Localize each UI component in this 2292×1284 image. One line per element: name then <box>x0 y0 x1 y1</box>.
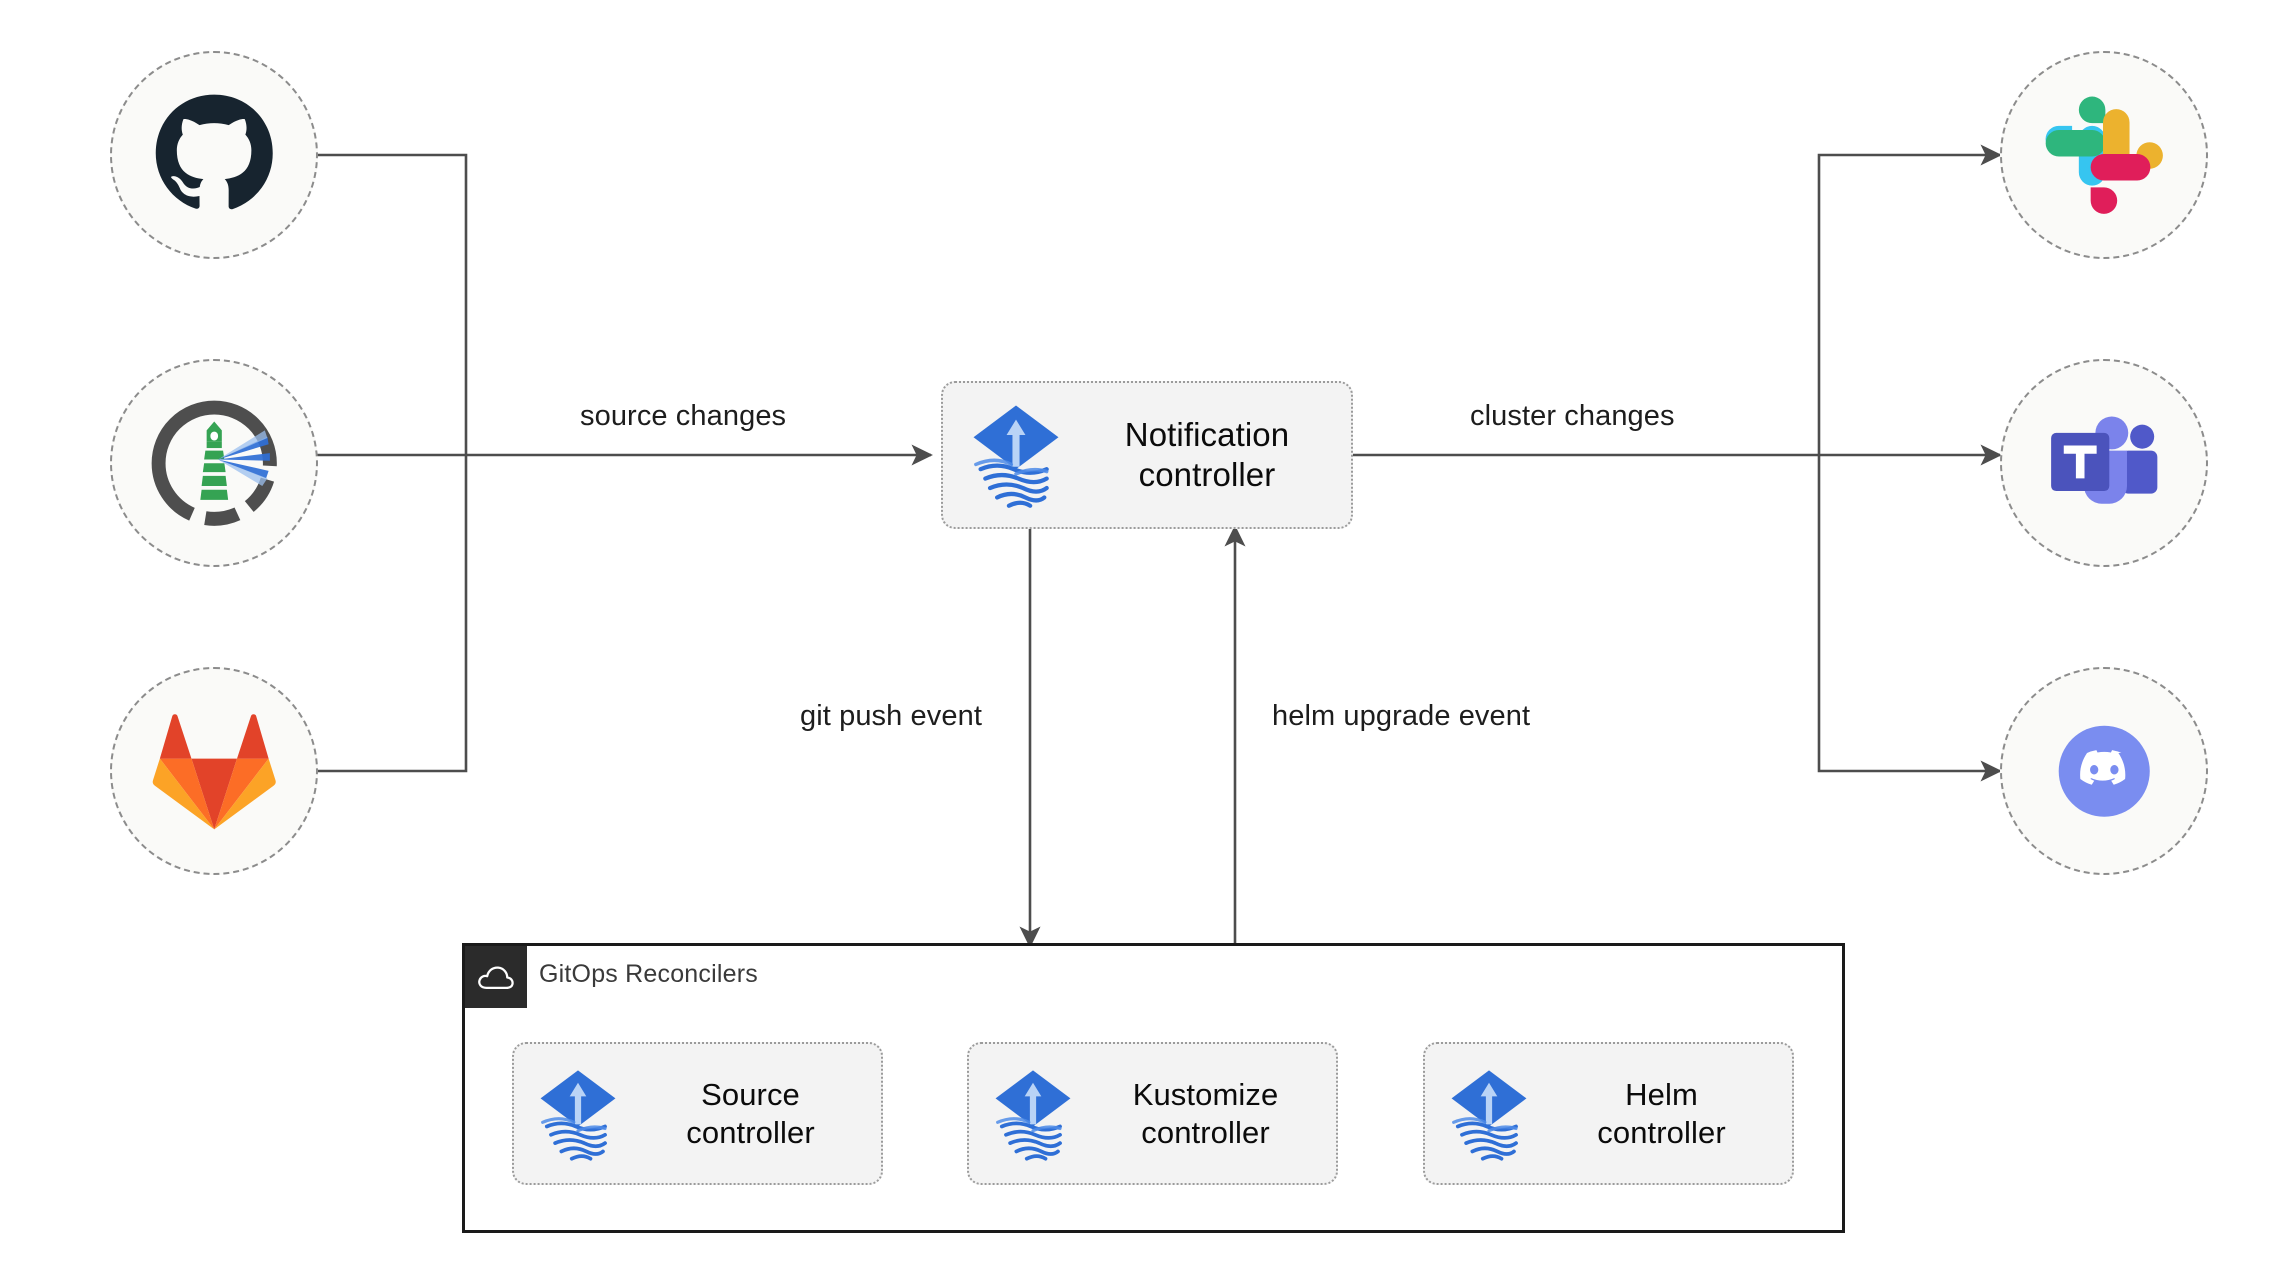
gitlab-icon <box>152 714 276 830</box>
flux-icon <box>1437 1062 1541 1166</box>
flux-icon <box>957 396 1075 514</box>
notification-controller-node[interactable]: Notification controller <box>941 381 1353 529</box>
edge-label-source-changes: source changes <box>580 400 787 432</box>
edge-label-git-push-event: git push event <box>800 700 982 732</box>
github-icon <box>155 94 273 209</box>
edge-label-helm-upgrade-event: helm upgrade event <box>1272 700 1531 732</box>
edge-label-cluster-changes: cluster changes <box>1470 400 1675 432</box>
wire-bus-to-slack <box>1817 144 2002 455</box>
cloud-icon <box>478 966 514 989</box>
target-node-slack[interactable] <box>2000 51 2208 259</box>
source-node-github[interactable] <box>110 51 318 259</box>
helm-controller-node[interactable]: Helm controller <box>1423 1042 1794 1185</box>
source-controller-node[interactable]: Source controller <box>512 1042 883 1185</box>
flux-icon <box>526 1062 630 1166</box>
target-node-teams[interactable] <box>2000 359 2208 567</box>
slack-icon <box>2045 96 2163 214</box>
flux-icon <box>981 1062 1085 1166</box>
cloud-badge <box>465 946 527 1008</box>
discord-icon <box>2058 725 2150 817</box>
kustomize-controller-node[interactable]: Kustomize controller <box>967 1042 1338 1185</box>
source-node-gitlab[interactable] <box>110 667 318 875</box>
gitops-container-title: GitOps Reconcilers <box>539 960 758 988</box>
source-node-flagger[interactable] <box>110 359 318 567</box>
notification-controller-label: Notification controller <box>1124 415 1290 493</box>
wire-bus-to-discord <box>1817 455 2002 782</box>
microsoft-teams-icon <box>2050 416 2158 504</box>
source-controller-label: Source controller <box>686 1076 815 1150</box>
flagger-lighthouse-icon <box>151 400 277 526</box>
target-node-discord[interactable] <box>2000 667 2208 875</box>
gitops-reconcilers-container: GitOps Reconcilers <box>462 943 1845 1233</box>
kustomize-controller-label: Kustomize controller <box>1132 1076 1279 1150</box>
helm-controller-label: Helm controller <box>1597 1076 1726 1150</box>
